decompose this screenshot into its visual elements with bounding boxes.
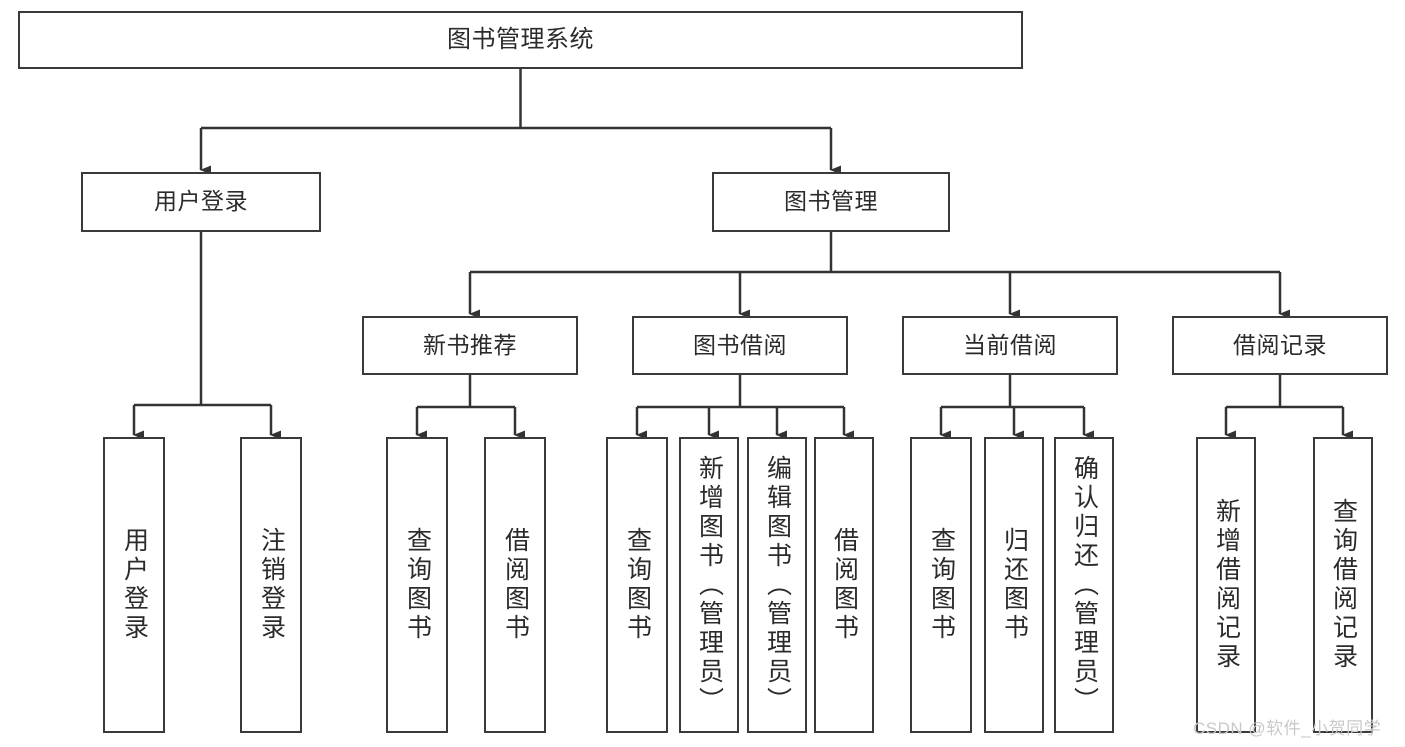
- node-l1-1[interactable]: 图书管理: [712, 172, 950, 232]
- node-l2-1[interactable]: 图书借阅: [632, 316, 848, 375]
- node-l2-0[interactable]: 新书推荐: [362, 316, 578, 375]
- node-leaf-5[interactable]: 新增图书（管理员）: [679, 437, 739, 733]
- node-label: 查询图书: [927, 527, 956, 643]
- node-label: 用户登录: [120, 527, 149, 643]
- node-leaf-2[interactable]: 查询图书: [386, 437, 448, 733]
- node-leaf-3[interactable]: 借阅图书: [484, 437, 546, 733]
- node-label: 新增图书（管理员）: [695, 454, 724, 716]
- node-leaf-0[interactable]: 用户登录: [103, 437, 165, 733]
- node-l2-3[interactable]: 借阅记录: [1172, 316, 1388, 375]
- node-leaf-10[interactable]: 确认归还（管理员）: [1054, 437, 1114, 733]
- node-l1-0[interactable]: 用户登录: [81, 172, 321, 232]
- node-root[interactable]: 图书管理系统: [18, 11, 1023, 69]
- watermark-text: CSDN @软件_小贺同学: [1193, 719, 1382, 738]
- node-label: 当前借阅: [963, 331, 1057, 358]
- node-label: 查询图书: [403, 527, 432, 643]
- node-label: 查询借阅记录: [1329, 498, 1358, 672]
- node-label: 编辑图书（管理员）: [763, 454, 792, 716]
- node-label: 借阅记录: [1233, 331, 1327, 358]
- node-label: 注销登录: [257, 527, 286, 643]
- node-leaf-11[interactable]: 新增借阅记录: [1196, 437, 1256, 733]
- node-leaf-12[interactable]: 查询借阅记录: [1313, 437, 1373, 733]
- node-leaf-4[interactable]: 查询图书: [606, 437, 668, 733]
- node-label: 借阅图书: [501, 527, 530, 643]
- node-label: 新增借阅记录: [1212, 498, 1241, 672]
- node-label: 用户登录: [154, 188, 248, 215]
- node-label: 查询图书: [623, 527, 652, 643]
- node-leaf-8[interactable]: 查询图书: [910, 437, 972, 733]
- node-leaf-7[interactable]: 借阅图书: [814, 437, 874, 733]
- node-label: 借阅图书: [830, 527, 859, 643]
- node-label: 归还图书: [1000, 527, 1029, 643]
- node-leaf-1[interactable]: 注销登录: [240, 437, 302, 733]
- node-label: 图书管理系统: [447, 25, 594, 53]
- node-l2-2[interactable]: 当前借阅: [902, 316, 1118, 375]
- node-label: 新书推荐: [423, 331, 517, 358]
- node-label: 图书管理: [784, 188, 878, 215]
- node-label: 图书借阅: [693, 331, 787, 358]
- node-label: 确认归还（管理员）: [1070, 454, 1099, 716]
- node-leaf-9[interactable]: 归还图书: [984, 437, 1044, 733]
- node-leaf-6[interactable]: 编辑图书（管理员）: [747, 437, 807, 733]
